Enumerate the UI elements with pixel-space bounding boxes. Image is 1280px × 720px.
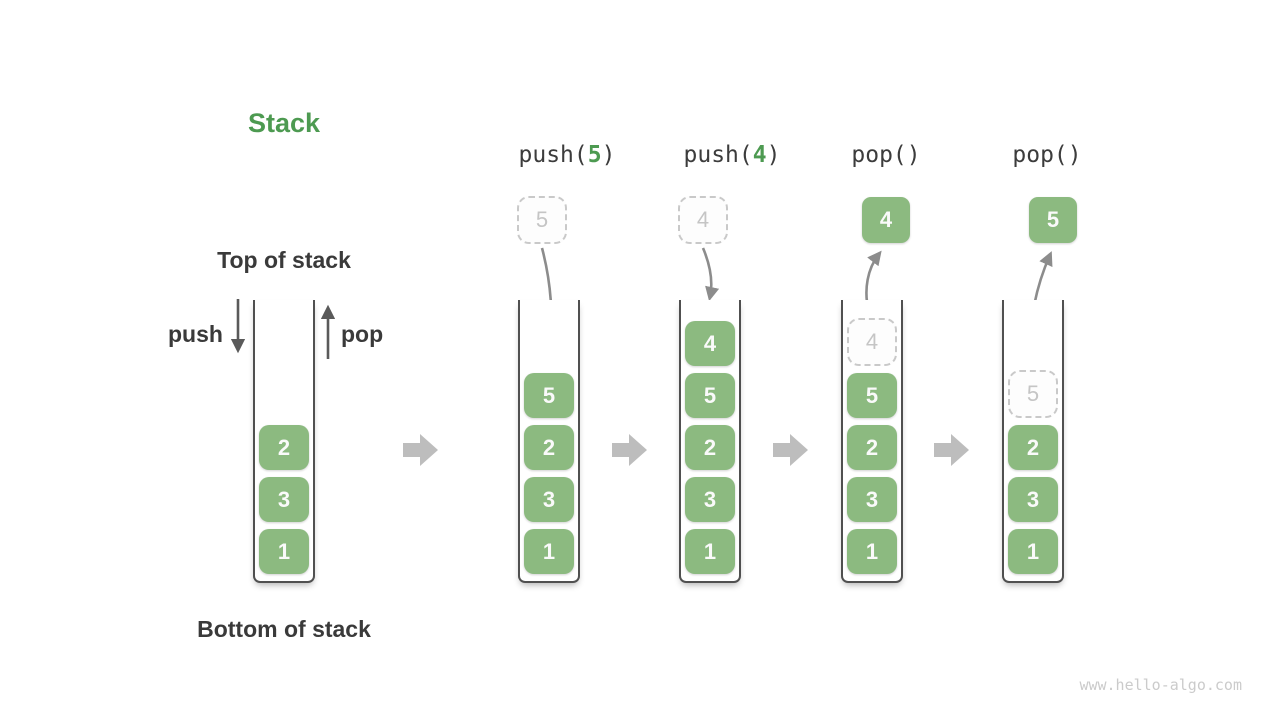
operation-label-push-5: push(5) xyxy=(519,142,616,168)
stack-block: 1 xyxy=(1008,529,1058,574)
stack-block: 4 xyxy=(685,321,735,366)
operation-text: push( xyxy=(683,142,753,168)
ghost-slot: 5 xyxy=(1008,370,1058,418)
incoming-block-ghost: 4 xyxy=(678,196,728,244)
stack-block: 3 xyxy=(685,477,735,522)
stack-block: 1 xyxy=(847,529,897,574)
operation-arg: 4 xyxy=(752,142,767,168)
operation-label-push-4: push(4) xyxy=(684,142,781,168)
stack-block: 2 xyxy=(685,425,735,470)
stack-block: 5 xyxy=(685,373,735,418)
stack-block: 2 xyxy=(1008,425,1058,470)
stack-block: 3 xyxy=(259,477,309,522)
operation-text: push( xyxy=(518,142,588,168)
top-of-stack-label: Top of stack xyxy=(217,247,351,273)
motion-arrow-push-4-icon xyxy=(701,247,720,302)
stack-block: 5 xyxy=(524,373,574,418)
stack-block: 3 xyxy=(524,477,574,522)
transition-arrow-2-icon xyxy=(612,434,647,466)
operation-label-pop-1: pop() xyxy=(851,142,920,168)
operation-text: ) xyxy=(906,142,921,168)
popped-block: 4 xyxy=(862,197,910,243)
stack-block: 2 xyxy=(847,425,897,470)
transition-arrow-4-icon xyxy=(934,434,969,466)
stack-block: 1 xyxy=(259,529,309,574)
push-label: push xyxy=(168,321,223,347)
operation-text: ) xyxy=(766,142,781,168)
diagram-title: Stack xyxy=(247,108,321,138)
bottom-of-stack-label: Bottom of stack xyxy=(197,616,371,642)
stack-block: 2 xyxy=(259,425,309,470)
stack-block: 1 xyxy=(685,529,735,574)
operation-arg: 5 xyxy=(587,142,602,168)
incoming-block-ghost: 5 xyxy=(517,196,567,244)
stack-block: 1 xyxy=(524,529,574,574)
popped-block: 5 xyxy=(1029,197,1077,243)
stack-block: 3 xyxy=(847,477,897,522)
operation-text: pop( xyxy=(1012,142,1068,168)
transition-arrow-1-icon xyxy=(403,434,438,466)
operation-text: ) xyxy=(1067,142,1082,168)
transition-arrow-3-icon xyxy=(773,434,808,466)
operation-text: ) xyxy=(601,142,616,168)
stack-block: 5 xyxy=(847,373,897,418)
operation-label-pop-2: pop() xyxy=(1012,142,1081,168)
ghost-slot: 4 xyxy=(847,318,897,366)
pop-label: pop xyxy=(341,321,384,347)
watermark: www.hello-algo.com xyxy=(1079,676,1242,694)
operation-text: pop( xyxy=(851,142,907,168)
stack-block: 3 xyxy=(1008,477,1058,522)
stack-block: 2 xyxy=(524,425,574,470)
